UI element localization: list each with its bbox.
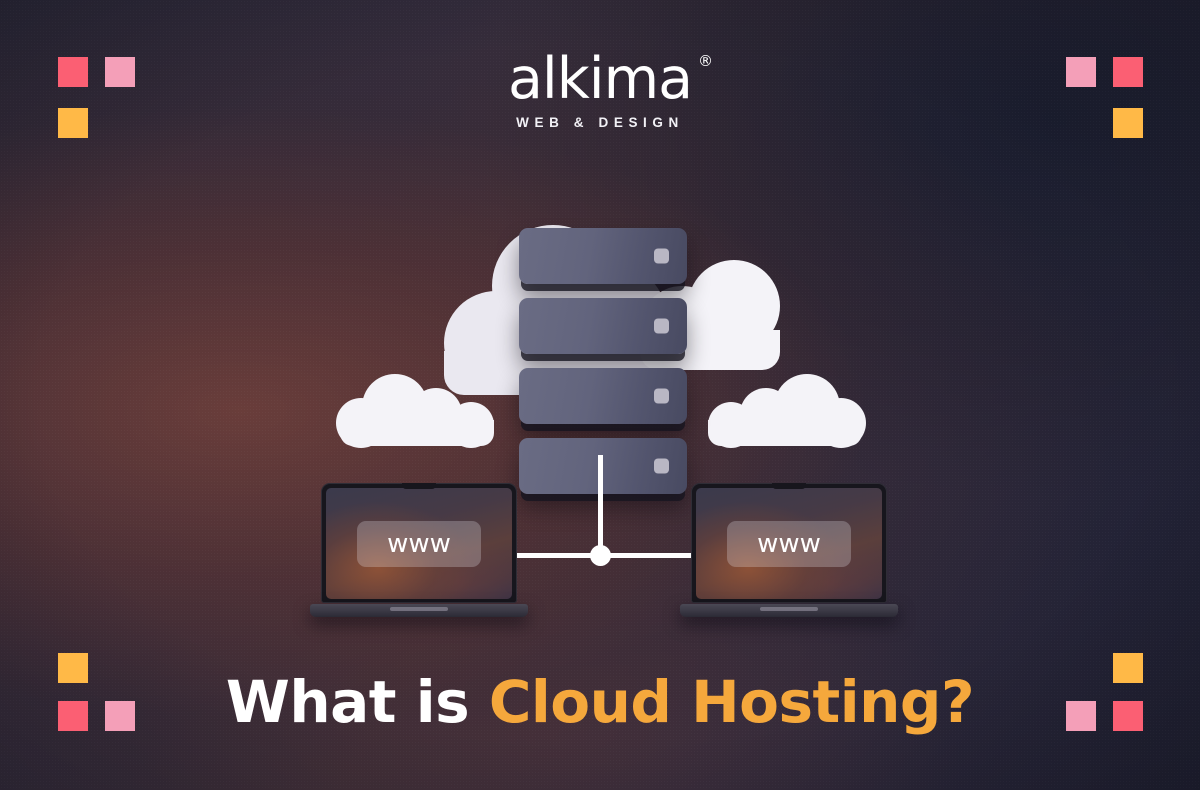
cloud-small-left bbox=[336, 368, 496, 448]
server-status-led-icon bbox=[654, 458, 669, 474]
laptop-right: www bbox=[680, 483, 898, 617]
server-status-led-icon bbox=[654, 388, 669, 404]
server-status-led-icon bbox=[654, 318, 669, 334]
browser-address-pill: www bbox=[357, 520, 481, 567]
decor-square-top-left-pink bbox=[105, 57, 135, 87]
cloud-puff bbox=[708, 402, 754, 448]
connector-line-vertical bbox=[598, 455, 603, 559]
decor-square-bottom-left-pink bbox=[105, 701, 135, 731]
browser-address-pill: www bbox=[727, 520, 851, 567]
www-label: www bbox=[757, 528, 821, 559]
decor-square-bottom-left-amber bbox=[58, 653, 88, 683]
page-title: What is Cloud Hosting? bbox=[0, 673, 1200, 731]
laptop-camera-notch bbox=[772, 483, 806, 489]
laptop-trackpad bbox=[760, 607, 818, 611]
page-title-accent-part: Cloud Hosting? bbox=[488, 668, 975, 736]
cloud-puff bbox=[688, 260, 780, 352]
page-title-white-part: What is bbox=[225, 668, 489, 736]
laptop-trackpad bbox=[390, 607, 448, 611]
network-node-icon bbox=[590, 545, 611, 566]
www-label: www bbox=[387, 528, 451, 559]
cloud-small-right bbox=[706, 368, 866, 448]
decor-square-bottom-left-red bbox=[58, 701, 88, 731]
server-status-led-icon bbox=[654, 248, 669, 264]
laptop-left: www bbox=[310, 483, 528, 617]
laptop-screen: www bbox=[691, 483, 887, 603]
laptop-camera-notch bbox=[402, 483, 436, 489]
registered-trademark-icon: ® bbox=[698, 52, 713, 70]
decor-square-top-right-pink bbox=[1066, 57, 1096, 87]
server-unit-3 bbox=[519, 368, 687, 424]
decor-square-bottom-right-amber bbox=[1113, 653, 1143, 683]
laptop-base bbox=[310, 604, 528, 617]
decor-square-top-right-amber bbox=[1113, 108, 1143, 138]
decor-square-bottom-right-red bbox=[1113, 701, 1143, 731]
decor-square-top-left-red bbox=[58, 57, 88, 87]
laptop-display: www bbox=[326, 488, 512, 599]
server-unit-4 bbox=[519, 438, 687, 494]
server-stack bbox=[519, 228, 687, 508]
decor-square-top-left-amber bbox=[58, 108, 88, 138]
server-unit-1 bbox=[519, 228, 687, 284]
laptop-screen: www bbox=[321, 483, 517, 603]
decor-square-bottom-right-pink bbox=[1066, 701, 1096, 731]
logo-wordmark-text: alkima bbox=[507, 46, 693, 112]
decor-square-top-right-red bbox=[1113, 57, 1143, 87]
logo-wordmark: alkima ® bbox=[508, 51, 713, 108]
server-unit-2 bbox=[519, 298, 687, 354]
laptop-display: www bbox=[696, 488, 882, 599]
cloud-puff bbox=[448, 402, 494, 448]
logo-tagline: WEB & DESIGN bbox=[516, 115, 684, 131]
brand-logo: alkima ® WEB & DESIGN bbox=[0, 51, 1200, 131]
laptop-base bbox=[680, 604, 898, 617]
